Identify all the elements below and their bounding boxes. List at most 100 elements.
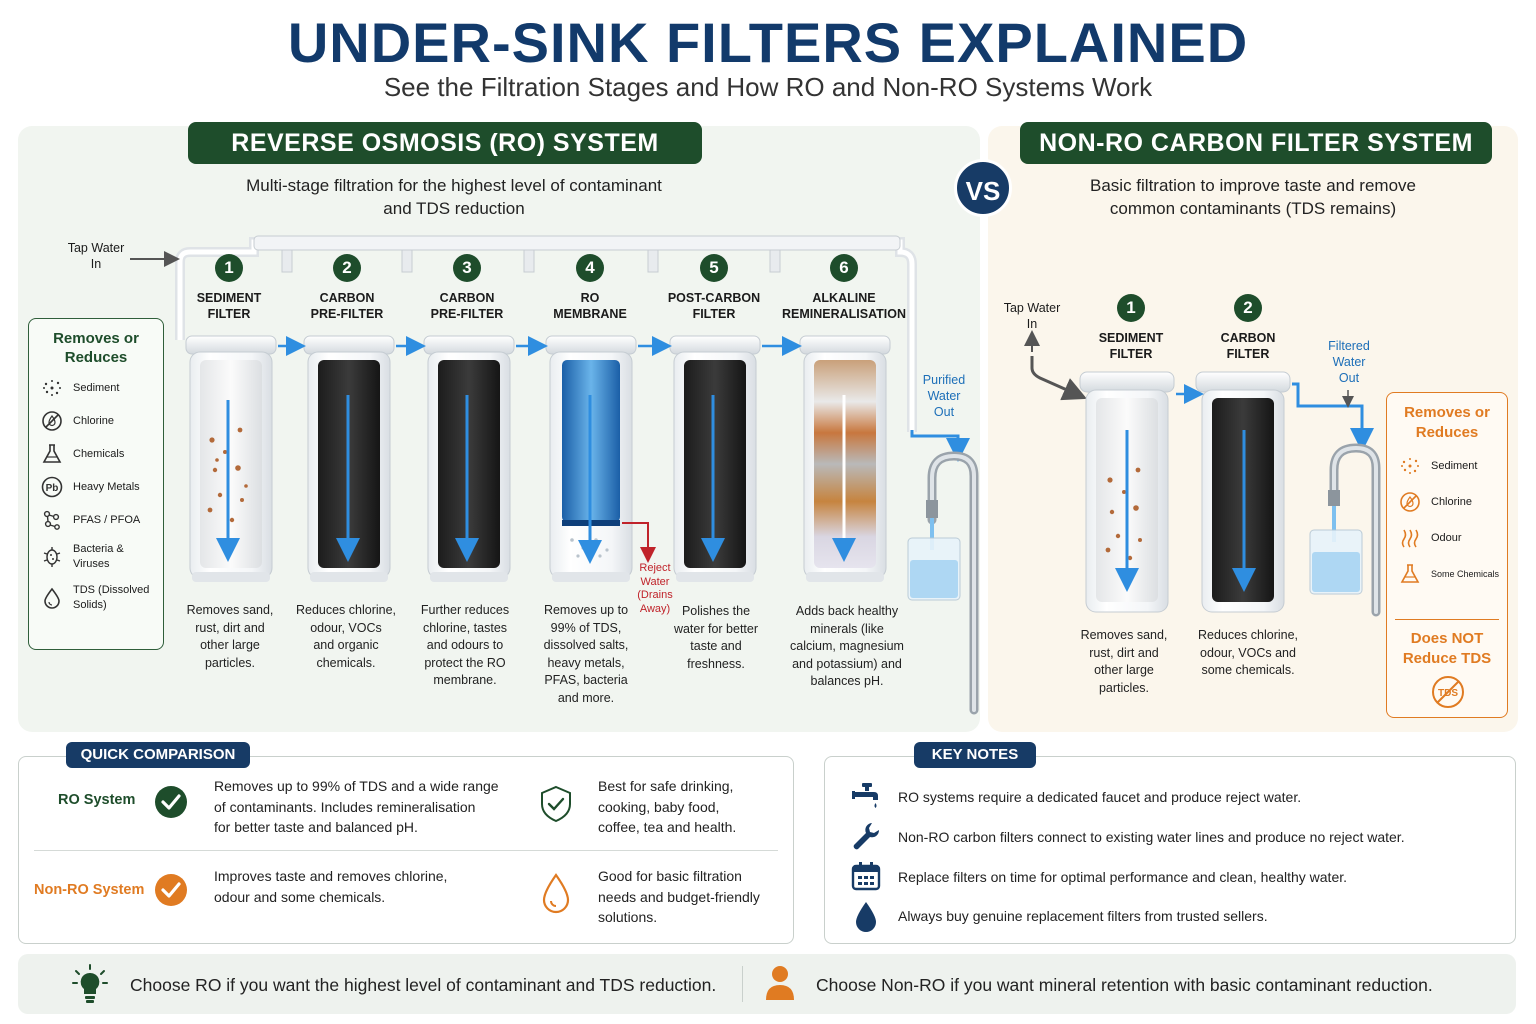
bacteria-icon — [43, 547, 61, 567]
stage-number: 6 — [830, 254, 858, 282]
ro-description: Multi-stage filtration for the highest l… — [246, 176, 662, 218]
nonro-faucet — [1292, 382, 1381, 617]
orange-check-icon — [155, 874, 187, 906]
filter-housing-1 — [185, 335, 277, 582]
nonro-tap-water-in-label: Tap Water In — [1003, 301, 1061, 331]
nonro-removes-title: Removes or Reduces — [1404, 404, 1490, 441]
chlorine-icon — [1400, 492, 1420, 512]
nonro-housing-1 — [1079, 371, 1175, 613]
drop-icon — [44, 587, 60, 609]
faucet-icon — [852, 783, 878, 808]
nonro-housing-2 — [1195, 371, 1291, 613]
pb-icon: Pb — [41, 476, 63, 498]
sediment-icon — [43, 380, 61, 396]
key-note-2: Non-RO carbon filters connect to existin… — [898, 829, 1405, 845]
stage-number: 3 — [453, 254, 481, 282]
removes-item-chemicals: Chemicals — [41, 443, 163, 465]
nonro-good-for-text: Good for basic filtration needs and budg… — [598, 868, 760, 925]
nonro-item-some-chemicals: Some Chemicals — [1399, 563, 1507, 585]
ro-best-for-text: Best for safe drinking, cooking, baby fo… — [598, 778, 737, 835]
lightbulb-icon — [72, 964, 108, 1003]
key-notes-box — [824, 756, 1516, 944]
ro-faucet — [907, 430, 979, 715]
nonro-banner: NON-RO CARBON FILTER SYSTEM — [1020, 122, 1492, 164]
water-drop-icon — [856, 902, 876, 932]
stage-number: 2 — [333, 254, 361, 282]
footer-nonro-recommendation: Choose Non-RO if you want mineral retent… — [816, 975, 1433, 995]
stage-number: 2 — [1234, 294, 1262, 322]
nonro-inlet-pipe — [1024, 330, 1087, 401]
nonro-box-divider — [1395, 619, 1499, 620]
filter-housing-4 — [545, 335, 656, 582]
filter-housing-3 — [423, 335, 515, 582]
chlorine-icon — [42, 411, 62, 431]
wrench-icon — [853, 823, 880, 850]
person-icon — [766, 966, 794, 1000]
ro-removes-title: Removes or Reduces — [53, 330, 139, 366]
vs-badge: VS — [954, 159, 1012, 217]
key-note-3: Replace filters on time for optimal perf… — [898, 869, 1348, 885]
removes-item-sediment: Sediment — [41, 377, 163, 399]
flask-icon — [42, 444, 62, 463]
stage-number: 1 — [1117, 294, 1145, 322]
nonro-filtered-water-out-label: Filtered Water Out — [1328, 339, 1370, 385]
green-check-icon — [155, 786, 187, 818]
key-notes-tag: KEY NOTES — [914, 742, 1036, 768]
removes-item-chlorine: Chlorine — [41, 410, 163, 432]
nonro-summary-text: Improves taste and removes chlorine, odo… — [214, 868, 448, 905]
filter-housing-6 — [799, 335, 891, 582]
removes-item-heavy-metals: Pb Heavy Metals — [41, 476, 163, 498]
shield-check-icon — [541, 785, 571, 823]
ro-manifold-pipe — [175, 235, 917, 432]
nonro-description: Basic filtration to improve taste and re… — [1090, 176, 1416, 218]
footer-divider — [742, 966, 743, 1002]
quick-comparison-tag: QUICK COMPARISON — [66, 742, 250, 768]
key-note-4: Always buy genuine replacement filters f… — [898, 908, 1268, 924]
qc-divider — [34, 850, 778, 851]
page-subtitle: See the Filtration Stages and How RO and… — [383, 72, 1153, 102]
flask-icon — [1400, 564, 1420, 583]
ro-summary-text: Removes up to 99% of TDS and a wide rang… — [214, 778, 499, 835]
sediment-icon — [1401, 458, 1419, 474]
odour-icon — [1401, 529, 1419, 548]
svg-text:TDS: TDS — [1438, 688, 1458, 699]
nonro-item-sediment: Sediment — [1399, 455, 1507, 477]
page-title: UNDER-SINK FILTERS EXPLAINED — [287, 11, 1249, 74]
nonro-removes-box: Removes or Reduces Sediment Chlorine Odo… — [1386, 392, 1508, 718]
nonro-item-chlorine: Chlorine — [1399, 491, 1507, 513]
footer-banner — [18, 954, 1516, 1014]
stage-number: 4 — [576, 254, 604, 282]
calendar-icon — [851, 862, 881, 891]
filter-housing-5 — [669, 335, 761, 582]
filter-housing-2 — [303, 335, 395, 582]
does-not-reduce-tds-label: Does NOT Reduce TDS — [1402, 630, 1492, 667]
water-drop-icon — [542, 873, 570, 914]
nonro-item-odour: Odour — [1399, 527, 1507, 549]
molecule-icon — [43, 510, 60, 530]
ro-system-label: RO System — [58, 792, 136, 808]
key-note-1: RO systems require a dedicated faucet an… — [898, 789, 1302, 805]
ro-removes-box: Removes or Reduces Sediment Chlorine Che… — [28, 318, 164, 650]
ro-banner: REVERSE OSMOSIS (RO) SYSTEM — [188, 122, 702, 164]
nonro-system-label: Non-RO System — [34, 882, 145, 898]
no-tds-icon: TDS — [1432, 676, 1464, 708]
removes-item-bacteria: Bacteria &Viruses — [41, 542, 163, 572]
ro-purified-water-out-label: Purified Water Out — [922, 373, 966, 419]
svg-text:Pb: Pb — [46, 483, 59, 494]
ro-tap-water-in-label: Tap Water In — [67, 241, 125, 271]
